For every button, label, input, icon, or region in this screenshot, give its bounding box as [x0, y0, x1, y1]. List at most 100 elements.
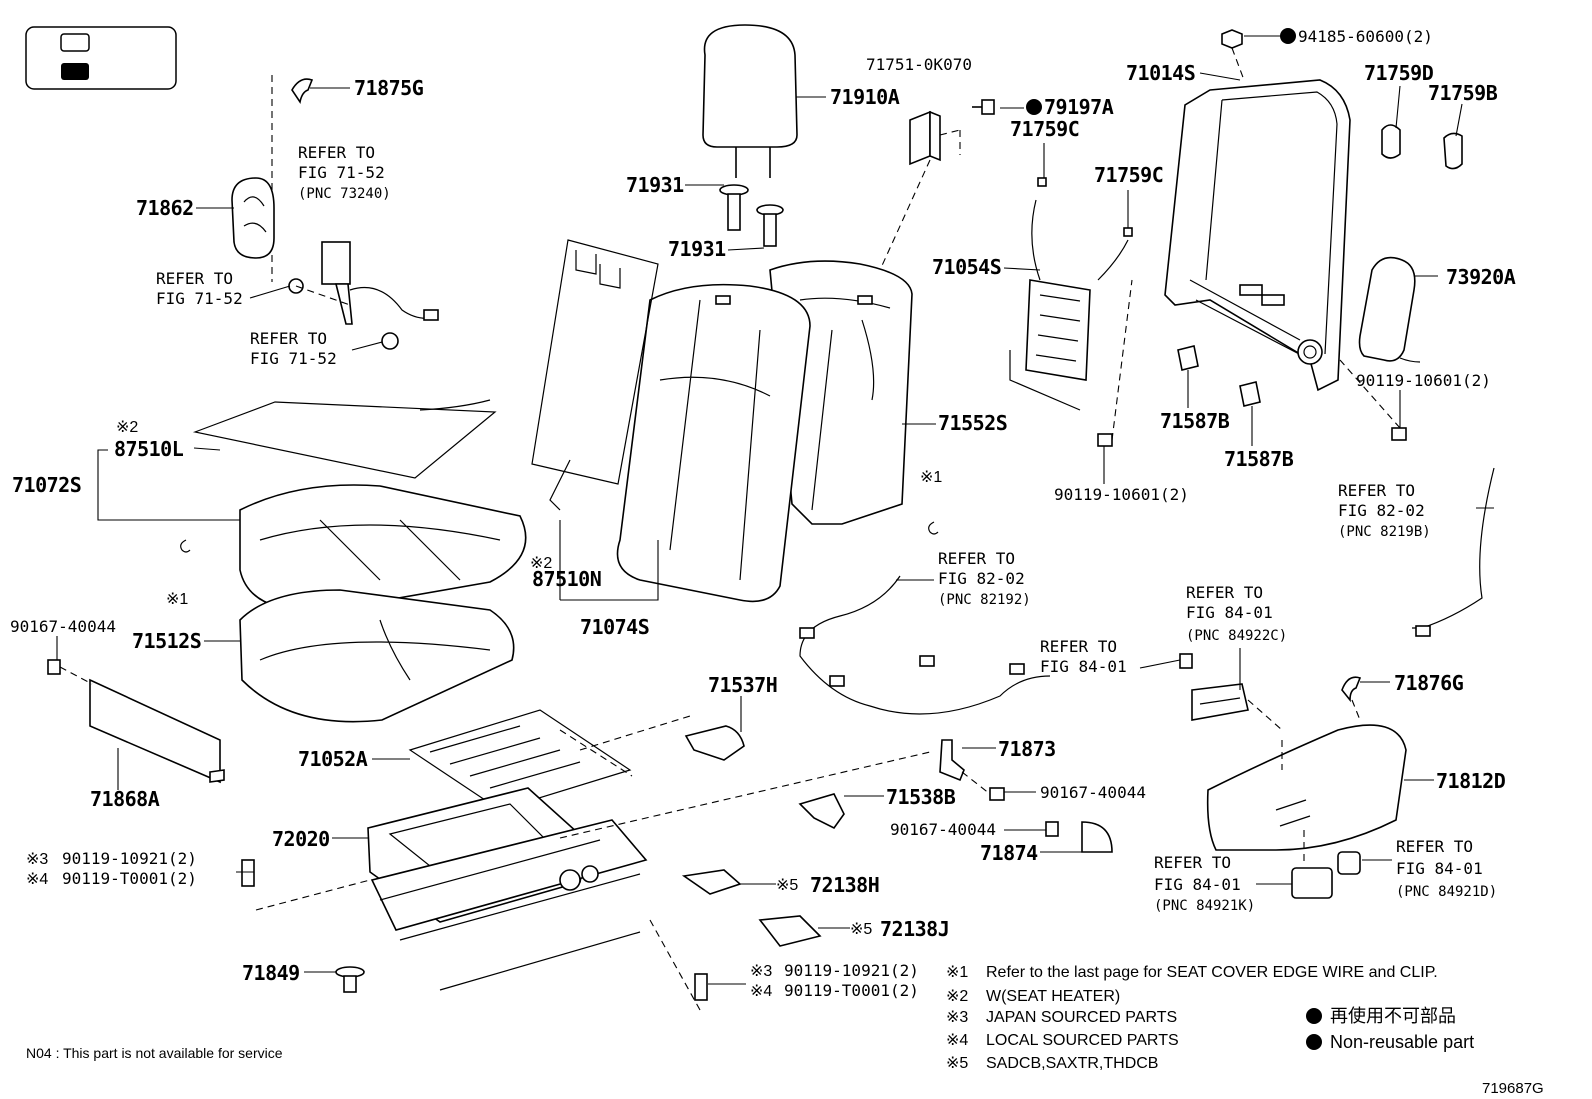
label-71876g: 71876G: [1394, 671, 1464, 695]
note-mark-2: ※2: [946, 988, 968, 1005]
label-90167-c: 90167-40044: [890, 820, 996, 839]
label-71052a: 71052A: [298, 747, 368, 771]
mark-4-right: ※4: [750, 983, 772, 1000]
label-72138h: 72138H: [810, 873, 879, 897]
figure-code: 719687G: [1482, 1080, 1544, 1097]
ref-anchor1-refer: REFER TO: [156, 269, 233, 288]
label-71552s: 71552S: [938, 411, 1007, 435]
label-71931-a: 71931: [626, 173, 684, 197]
legend: 再使用不可部品 Non-reusable part: [1306, 1006, 1474, 1052]
label-71074s: 71074S: [580, 615, 649, 639]
leader-lines: [56, 35, 1494, 985]
note-mark-3: ※3: [946, 1009, 968, 1026]
seatback-front-cushion: [616, 283, 811, 603]
part-labels: 71875G 71862 71910A 71751-0K070 79197A 9…: [10, 27, 1516, 1000]
label-71512s: 71512S: [132, 629, 201, 653]
mark-1-left: ※1: [166, 591, 188, 608]
label-87510n: 87510N: [532, 567, 601, 591]
ref-switch-pnc: (PNC 84922C): [1186, 628, 1287, 644]
key-box: [25, 26, 177, 90]
mark-2-back: ※2: [530, 555, 552, 572]
ref-belt-fig: FIG 71-52: [298, 163, 385, 182]
label-71910a: 71910A: [830, 85, 900, 109]
reference-callouts: REFER TO FIG 71-52 (PNC 73240) REFER TO …: [156, 143, 1497, 914]
heater-mat-back: [531, 239, 659, 485]
clip-71759c: [1037, 177, 1047, 187]
cover-71862: [231, 177, 275, 259]
label-90167-a: 90167-40044: [10, 617, 116, 636]
nut-94185: [1221, 29, 1243, 49]
label-71875g: 71875G: [354, 76, 424, 100]
bracket-71538b: [798, 793, 845, 830]
switch-84922c: [1179, 653, 1249, 721]
label-71931-b: 71931: [668, 237, 726, 261]
label-71587b-a: 71587B: [1160, 409, 1230, 433]
label-72020: 72020: [272, 827, 330, 851]
bolt-90167-left: [47, 659, 61, 675]
ref-knob-d-pnc: (PNC 84921D): [1396, 884, 1497, 900]
ref-knob-d-refer: REFER TO: [1396, 837, 1473, 856]
label-71862: 71862: [136, 196, 194, 220]
mark-5-72138j: ※5: [850, 921, 872, 938]
ref-belt-refer: REFER TO: [298, 143, 375, 162]
knob-84921k: [1291, 867, 1333, 899]
ref-anchor2-refer: REFER TO: [250, 329, 327, 348]
ref-switch-bolt-fig: FIG 84-01: [1040, 657, 1127, 676]
note-text-4: LOCAL SOURCED PARTS: [986, 1032, 1179, 1049]
ref-anchor1-fig: FIG 71-52: [156, 289, 243, 308]
ref-anchor2-fig: FIG 71-52: [250, 349, 337, 368]
ref-knob-k-pnc: (PNC 84921K): [1154, 898, 1255, 914]
pad-71759b: [1443, 132, 1463, 170]
legend-en: Non-reusable part: [1330, 1032, 1474, 1052]
headrest-guide-71931: [719, 184, 784, 247]
heater-mat-cushion: [192, 401, 497, 479]
mark-1-right: ※1: [920, 469, 942, 486]
pad-71759d: [1381, 124, 1401, 159]
ref-belt-pnc: (PNC 73240): [298, 186, 391, 202]
wire-harness-82192: [799, 575, 1051, 715]
side-shield-71812d: [1206, 724, 1407, 851]
ref-switch-refer: REFER TO: [1186, 583, 1263, 602]
legend-jp: 再使用不可部品: [1330, 1006, 1456, 1026]
note-mark-5: ※5: [946, 1055, 968, 1072]
clip-71587b: [1177, 345, 1199, 371]
footnote-markers: ※2 ※1 ※2 ※1 ※3 ※4 ※5 ※5 ※3 ※4: [26, 419, 942, 1000]
label-71759b: 71759B: [1428, 81, 1498, 105]
clip-mark-left: [180, 539, 191, 553]
airbag-73920a: [1358, 256, 1421, 363]
knob-84921d: [1337, 851, 1361, 875]
label-87510l: 87510L: [114, 437, 184, 461]
label-71054s: 71054S: [932, 255, 1001, 279]
spring-mat-71052a: [408, 709, 632, 811]
label-94185: 94185-60600(2): [1298, 27, 1433, 46]
bolt-79197a: [972, 99, 995, 115]
bolt-90119-10921-left: [241, 859, 255, 887]
label-90167-b: 90167-40044: [1040, 783, 1146, 802]
label-90119-10921-b: 90119-10921(2): [784, 961, 919, 980]
label-71849: 71849: [242, 961, 300, 985]
mark-4-left: ※4: [26, 871, 48, 888]
clip-71875g: [291, 78, 314, 105]
trim-71868a: [89, 678, 225, 784]
nonreusable-dot-79197a: [1026, 99, 1042, 115]
note-text-2: W(SEAT HEATER): [986, 988, 1120, 1005]
label-71868a: 71868A: [90, 787, 160, 811]
label-71759c-a: 71759C: [1010, 117, 1079, 141]
ref-knob-k-fig: FIG 84-01: [1154, 875, 1241, 894]
cover-72138h: [681, 869, 742, 895]
bolt-90119-10601: [1097, 427, 1407, 447]
label-71759c-b: 71759C: [1094, 163, 1163, 187]
legend-dot-en: [1306, 1034, 1322, 1050]
label-73920a: 73920A: [1446, 265, 1516, 289]
bracket-71537h: [684, 725, 745, 761]
ref-harness-8219b-refer: REFER TO: [1338, 481, 1415, 500]
mark-3-right: ※3: [750, 963, 772, 980]
label-71874: 71874: [980, 841, 1038, 865]
fastener-71849: [335, 966, 365, 993]
label-71751: 71751-0K070: [866, 55, 972, 74]
ref-harness-82192-fig: FIG 82-02: [938, 569, 1025, 588]
note-text-1: Refer to the last page for SEAT COVER ED…: [986, 964, 1438, 981]
seat-cushion-pad-71512s: [239, 589, 515, 723]
mark-2-top: ※2: [116, 419, 138, 436]
